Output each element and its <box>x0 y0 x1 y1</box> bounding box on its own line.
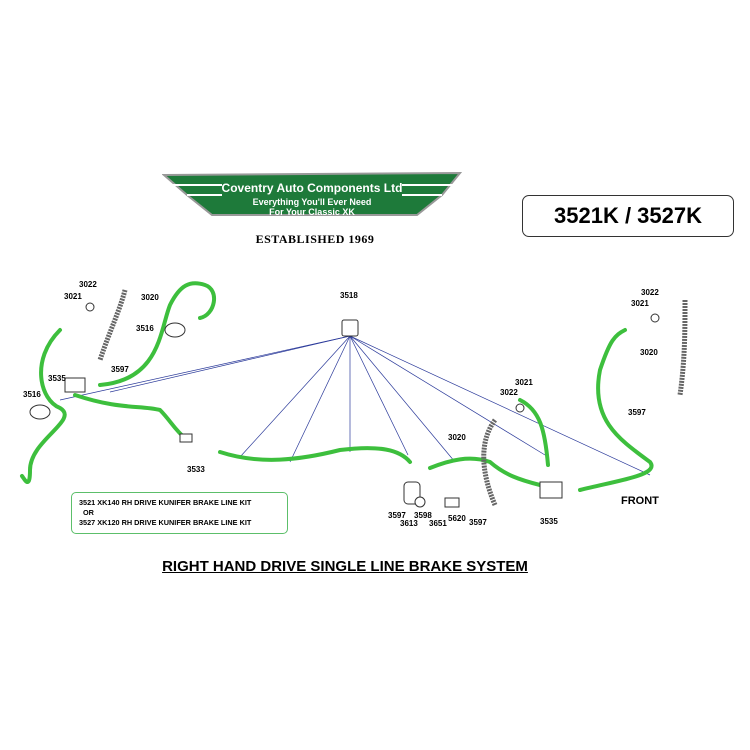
part-number-label: 3021 <box>631 299 649 308</box>
part-number-label: 3020 <box>640 348 658 357</box>
part-number-label: 3020 <box>448 433 466 442</box>
part-number-label: 5620 <box>448 514 466 523</box>
part-number-label: 3597 <box>388 511 406 520</box>
part-number-label: 3021 <box>64 292 82 301</box>
flexible-hoses <box>97 289 688 506</box>
part-number-label: 3022 <box>641 288 659 297</box>
note-line-2: OR <box>83 508 94 517</box>
part-number-label: 3535 <box>48 374 66 383</box>
part-number-label: 3022 <box>79 280 97 289</box>
fittings <box>29 302 660 508</box>
part-number-label: 3022 <box>500 388 518 397</box>
part-number-label: 3533 <box>187 465 205 474</box>
part-number-label: 3516 <box>136 324 154 333</box>
part-number-label: 3597 <box>111 365 129 374</box>
part-number-label: 3518 <box>340 291 358 300</box>
note-line-1: 3521 XK140 RH DRIVE KUNIFER BRAKE LINE K… <box>79 498 252 507</box>
part-number-label: 3613 <box>400 519 418 528</box>
page-title: RIGHT HAND DRIVE SINGLE LINE BRAKE SYSTE… <box>162 558 528 575</box>
part-number-label: 3651 <box>429 519 447 528</box>
company-logo: Coventry Auto Components Ltd Everything … <box>162 165 462 217</box>
kit-number-box: 3521K / 3527K <box>522 195 734 237</box>
logo-tagline-2: For Your Classic XK <box>269 207 355 217</box>
part-number-label: 3597 <box>628 408 646 417</box>
part-number-label: 3516 <box>23 390 41 399</box>
part-number-label: 3597 <box>469 518 487 527</box>
part-number-label: 3020 <box>141 293 159 302</box>
logo-company-name: Coventry Auto Components Ltd <box>221 181 403 195</box>
leader-lines <box>59 335 651 476</box>
part-number-label: 3598 <box>414 511 432 520</box>
note-line-3: 3527 XK120 RH DRIVE KUNIFER BRAKE LINE K… <box>79 518 252 527</box>
logo-tagline-1: Everything You'll Ever Need <box>252 197 372 207</box>
part-number-label: 3535 <box>540 517 558 526</box>
brake-pipes <box>20 281 654 492</box>
part-number-label: 3021 <box>515 378 533 387</box>
logo-wings <box>162 171 462 216</box>
kit-note-box: 3521 XK140 RH DRIVE KUNIFER BRAKE LINE K… <box>71 492 288 534</box>
front-label: FRONT <box>621 495 659 507</box>
established-text: ESTABLISHED 1969 <box>255 232 375 246</box>
